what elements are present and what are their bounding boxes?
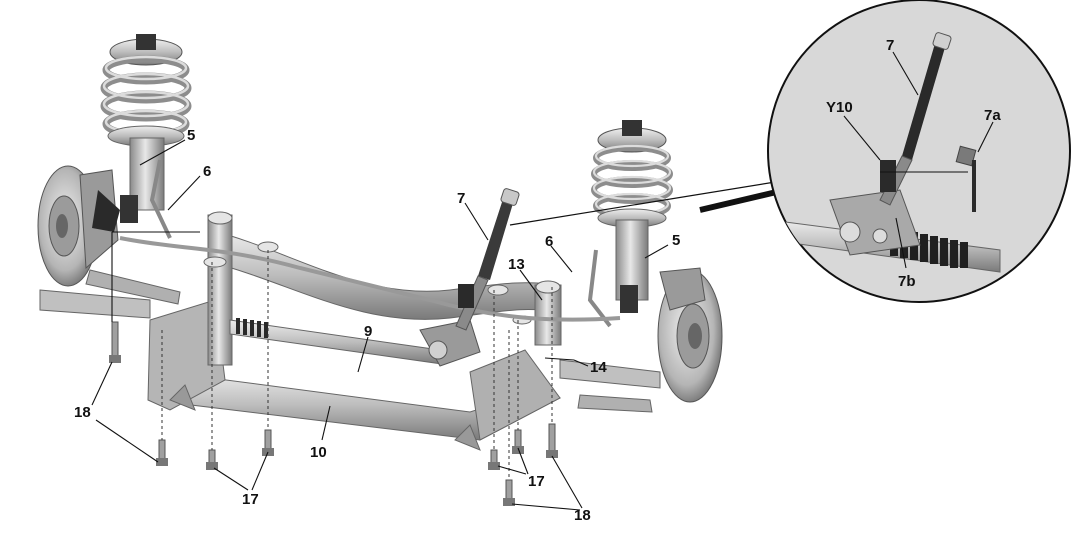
bolt-17-a — [206, 449, 218, 470]
label-14: 14 — [590, 359, 607, 376]
label-7b: 7b — [898, 273, 916, 290]
left-mount-nut — [136, 34, 156, 50]
label-13: 13 — [508, 256, 525, 273]
right-stabilizer-link — [587, 249, 612, 328]
steering-gear-icon — [229, 318, 481, 367]
label-7-main: 7 — [457, 190, 465, 207]
label-17-left: 17 — [242, 491, 259, 508]
left-wheel-hub — [37, 165, 120, 287]
label-5-left: 5 — [187, 127, 195, 144]
detail-callout — [509, 0, 1071, 303]
left-strut-assembly — [100, 34, 192, 239]
label-5-right: 5 — [672, 232, 680, 249]
stabilizer-bar — [119, 236, 621, 322]
left-strut-clamp — [120, 195, 138, 223]
label-10: 10 — [310, 444, 327, 461]
label-7-detail: 7 — [886, 37, 894, 54]
label-18-right: 18 — [574, 507, 591, 524]
bolt-18-d — [546, 423, 558, 458]
bolt-17-c — [488, 449, 500, 470]
right-strut-assembly — [587, 120, 673, 328]
leader-lines — [91, 139, 669, 511]
callout-labels: 5 6 7 6 5 13 9 14 10 18 17 17 18 7 Y10 7… — [74, 37, 1001, 524]
label-18-left: 18 — [74, 404, 91, 421]
right-wheel-hub — [657, 267, 723, 403]
label-9: 9 — [364, 323, 372, 340]
hex-key-icon — [955, 145, 977, 212]
label-17-right: 17 — [528, 473, 545, 490]
alignment-dashes — [161, 250, 553, 480]
lower-control-arms — [39, 269, 661, 413]
label-7a: 7a — [984, 107, 1001, 124]
bolt-icon — [109, 321, 121, 363]
label-6-left: 6 — [203, 163, 211, 180]
label-6-right: 6 — [545, 233, 553, 250]
left-stabilizer-link — [149, 159, 172, 239]
bolt-18-c — [503, 479, 515, 506]
steering-intermediate-shaft — [455, 188, 520, 331]
label-y10: Y10 — [826, 99, 853, 116]
bolt-17-d — [512, 429, 524, 454]
